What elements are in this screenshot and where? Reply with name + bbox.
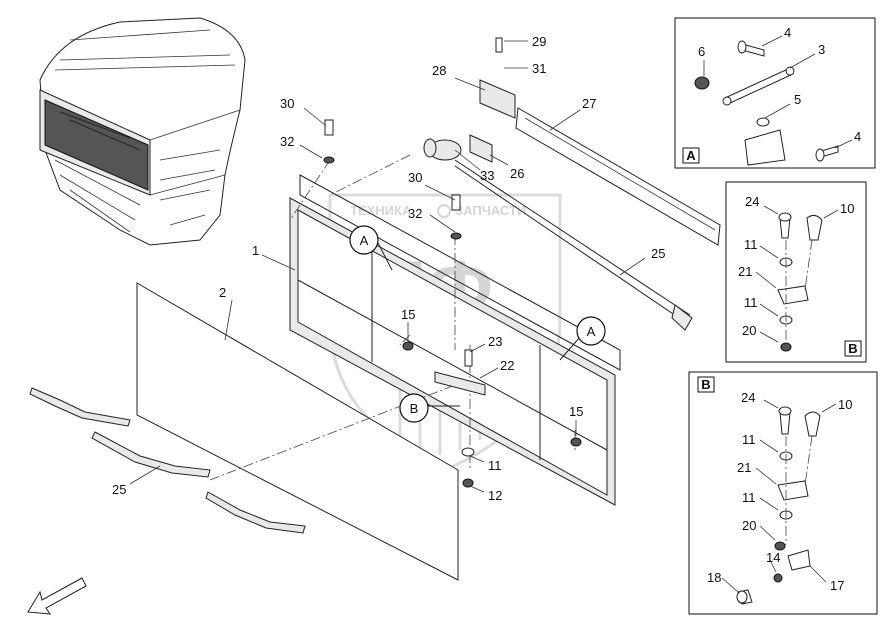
label-b2-11b: 11 <box>742 490 756 505</box>
label-a-6: 6 <box>698 44 705 59</box>
label-b2-10: 10 <box>838 397 852 412</box>
label-25b: 25 <box>112 482 126 497</box>
label-15b: 15 <box>569 404 583 419</box>
label-30: 30 <box>280 96 294 111</box>
detail-box-a: A 4 6 3 5 4 <box>674 17 876 169</box>
callout-a-right: A <box>559 316 606 361</box>
label-b2-18: 18 <box>707 570 721 585</box>
label-b2-11: 11 <box>742 432 756 447</box>
watermark-brand-2: ЗАПЧАСТИ <box>455 203 526 218</box>
label-28: 28 <box>432 63 446 78</box>
wiper-blades <box>29 387 306 534</box>
label-31: 31 <box>532 61 546 76</box>
window-frame <box>289 174 621 506</box>
label-22: 22 <box>500 358 514 373</box>
detail-box-b-lower: B 24 10 11 21 11 20 14 18 17 <box>688 371 878 615</box>
callout-label: B <box>410 401 419 416</box>
glass-pane <box>136 282 459 581</box>
label-b1-11b: 11 <box>744 295 758 310</box>
label-2: 2 <box>219 285 226 300</box>
label-11: 11 <box>488 458 502 473</box>
label-b2-17: 17 <box>830 578 844 593</box>
label-15: 15 <box>401 307 415 322</box>
label-23: 23 <box>488 334 502 349</box>
label-27: 27 <box>582 96 596 111</box>
label-b2-14: 14 <box>766 550 780 565</box>
fasteners <box>323 37 582 488</box>
detail-box-tag: B <box>848 341 857 356</box>
label-a-4: 4 <box>784 25 791 40</box>
label-1: 1 <box>252 243 259 258</box>
direction-arrow-icon <box>27 577 87 615</box>
label-25: 25 <box>651 246 665 261</box>
label-12: 12 <box>488 488 502 503</box>
label-a-4b: 4 <box>854 129 861 144</box>
label-32: 32 <box>280 134 294 149</box>
label-30b: 30 <box>408 170 422 185</box>
wiper-rail <box>515 107 721 246</box>
callout-b: B <box>399 393 460 423</box>
leader-lines <box>129 40 646 493</box>
gear-icon <box>437 204 451 218</box>
label-a-3: 3 <box>818 42 825 57</box>
callout-a-left: A <box>349 225 393 271</box>
detail-box-tag: B <box>701 377 710 392</box>
wiper-rod <box>454 159 693 331</box>
watermark-brand-1: ТЕХНИКА <box>350 203 412 218</box>
label-33: 33 <box>480 168 494 183</box>
callout-label: A <box>587 324 596 339</box>
wiper-motor <box>423 79 516 163</box>
label-b1-10: 10 <box>840 201 854 216</box>
cab-overview <box>39 17 246 246</box>
label-b1-21: 21 <box>738 264 752 279</box>
detail-box-tag: A <box>686 148 696 163</box>
label-b2-24: 24 <box>741 390 755 405</box>
label-32b: 32 <box>408 206 422 221</box>
detail-box-b-upper: B 24 10 11 21 11 20 <box>725 181 867 363</box>
label-b2-20: 20 <box>742 518 756 533</box>
label-b1-20: 20 <box>742 323 756 338</box>
label-29: 29 <box>532 34 546 49</box>
label-26: 26 <box>510 166 524 181</box>
callout-label: A <box>360 233 369 248</box>
main-labels: 29 31 28 27 30 32 33 26 30 32 1 25 2 15 … <box>112 34 665 503</box>
label-b2-21: 21 <box>737 460 751 475</box>
label-a-5: 5 <box>794 92 801 107</box>
label-b1-11: 11 <box>744 237 758 252</box>
label-b1-24: 24 <box>745 194 759 209</box>
